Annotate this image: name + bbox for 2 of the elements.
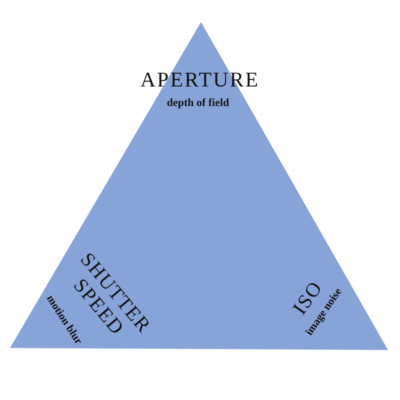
corner-subtitle: depth of field	[166, 96, 230, 111]
triangle	[10, 22, 388, 350]
